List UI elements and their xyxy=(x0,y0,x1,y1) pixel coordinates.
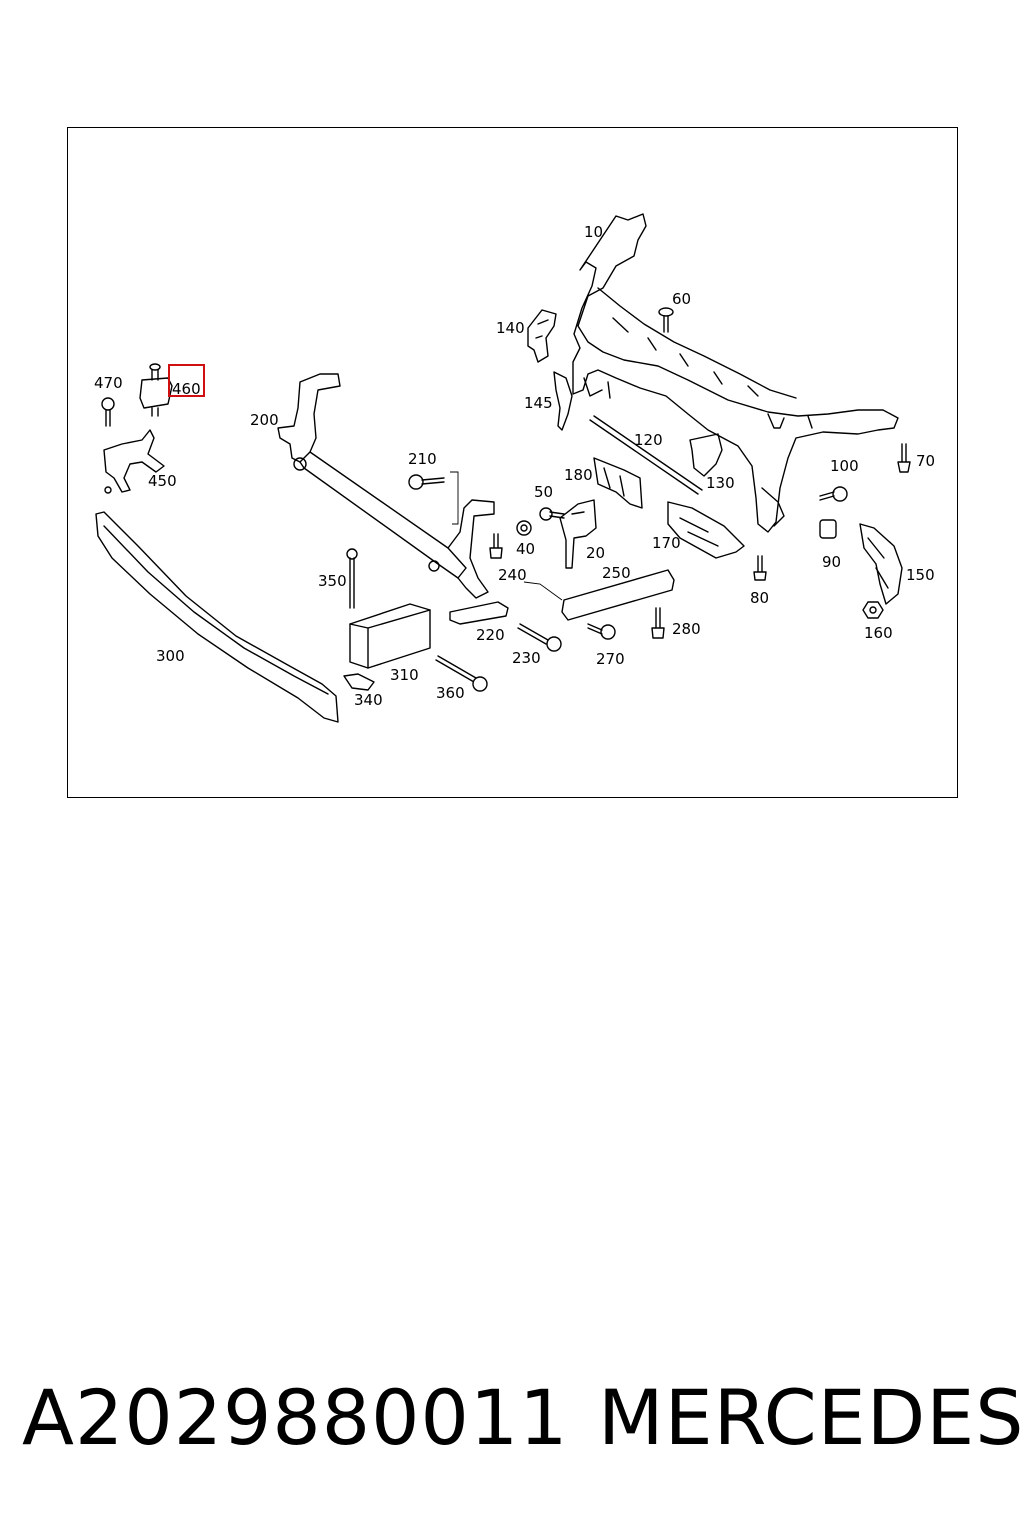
callout-360: 360 xyxy=(436,684,465,702)
callout-10: 10 xyxy=(584,223,603,241)
part-number: A2029880011 xyxy=(22,1373,569,1462)
brand-name: MERCEDES xyxy=(598,1373,1024,1462)
callout-160: 160 xyxy=(864,624,893,642)
part-panel-170 xyxy=(667,501,745,559)
part-plate-340 xyxy=(343,673,375,691)
part-screw-70 xyxy=(897,443,911,473)
part-screw-100 xyxy=(819,486,848,502)
callout-200: 200 xyxy=(250,411,279,429)
callout-240: 240 xyxy=(498,566,527,584)
callout-280: 280 xyxy=(672,620,701,638)
part-bolt-470 xyxy=(101,397,115,427)
callout-145: 145 xyxy=(524,394,553,412)
callout-layer: 10 20 40 50 60 70 80 90 100 120 130 140 145 150 160 170… xyxy=(94,223,935,709)
part-bracket-180 xyxy=(593,457,643,509)
part-clip-90 xyxy=(819,519,837,539)
callout-120: 120 xyxy=(634,431,663,449)
callout-210: 210 xyxy=(408,450,437,468)
part-bracket-20 xyxy=(559,499,597,569)
part-screw-80 xyxy=(753,555,767,581)
callout-60: 60 xyxy=(672,290,691,308)
part-bracket-150 xyxy=(859,523,903,605)
callout-350: 350 xyxy=(318,572,347,590)
callout-80: 80 xyxy=(750,589,769,607)
callout-460: 460 xyxy=(172,380,201,398)
part-clip-40 xyxy=(516,520,532,536)
callout-470: 470 xyxy=(94,374,123,392)
callout-180: 180 xyxy=(564,466,593,484)
highlight-box-460 xyxy=(168,364,205,397)
callout-150: 150 xyxy=(906,566,935,584)
part-beam-300 xyxy=(95,511,339,723)
parts-diagram: 10 20 40 50 60 70 80 90 100 120 130 140 145 150 160 170… xyxy=(94,213,935,723)
callout-170: 170 xyxy=(652,534,681,552)
part-screw-50 xyxy=(539,507,565,521)
part-screw-280 xyxy=(651,607,665,639)
footer: A2029880011 MERCEDES xyxy=(0,1370,1024,1470)
part-bolt-230 xyxy=(517,623,562,652)
callout-340: 340 xyxy=(354,691,383,709)
callout-450: 450 xyxy=(148,472,177,490)
part-screw-210 xyxy=(408,471,459,525)
callout-300: 300 xyxy=(156,647,185,665)
part-mount-460 xyxy=(139,363,173,417)
part-bracket-220 xyxy=(449,601,509,625)
part-crossmember-200 xyxy=(277,373,495,599)
part-screw-240 xyxy=(489,533,503,559)
part-bracket-140 xyxy=(527,309,557,363)
part-bracket-145 xyxy=(553,371,573,431)
callout-310: 310 xyxy=(390,666,419,684)
callout-130: 130 xyxy=(706,474,735,492)
part-bracket-130 xyxy=(689,433,723,477)
part-bolt-350 xyxy=(346,548,358,609)
callout-100: 100 xyxy=(830,457,859,475)
callout-220: 220 xyxy=(476,626,505,644)
part-carrier-10 xyxy=(572,213,899,533)
callout-90: 90 xyxy=(822,553,841,571)
callout-230: 230 xyxy=(512,649,541,667)
part-screw-270 xyxy=(587,623,616,640)
callout-70: 70 xyxy=(916,452,935,470)
part-bracket-250 xyxy=(523,569,675,621)
part-bracket-450 xyxy=(103,429,165,494)
callout-20: 20 xyxy=(586,544,605,562)
callout-50: 50 xyxy=(534,483,553,501)
part-bracket-310 xyxy=(349,603,431,669)
callout-40: 40 xyxy=(516,540,535,558)
callout-270: 270 xyxy=(596,650,625,668)
part-rod-120 xyxy=(589,415,703,495)
part-bolt-360 xyxy=(435,655,488,692)
callout-250: 250 xyxy=(602,564,631,582)
diagram-frame: 10 20 40 50 60 70 80 90 100 120 130 140 145 150 160 170… xyxy=(67,127,958,798)
part-nut-160 xyxy=(862,601,884,619)
part-screw-60 xyxy=(658,307,674,333)
callout-140: 140 xyxy=(496,319,525,337)
